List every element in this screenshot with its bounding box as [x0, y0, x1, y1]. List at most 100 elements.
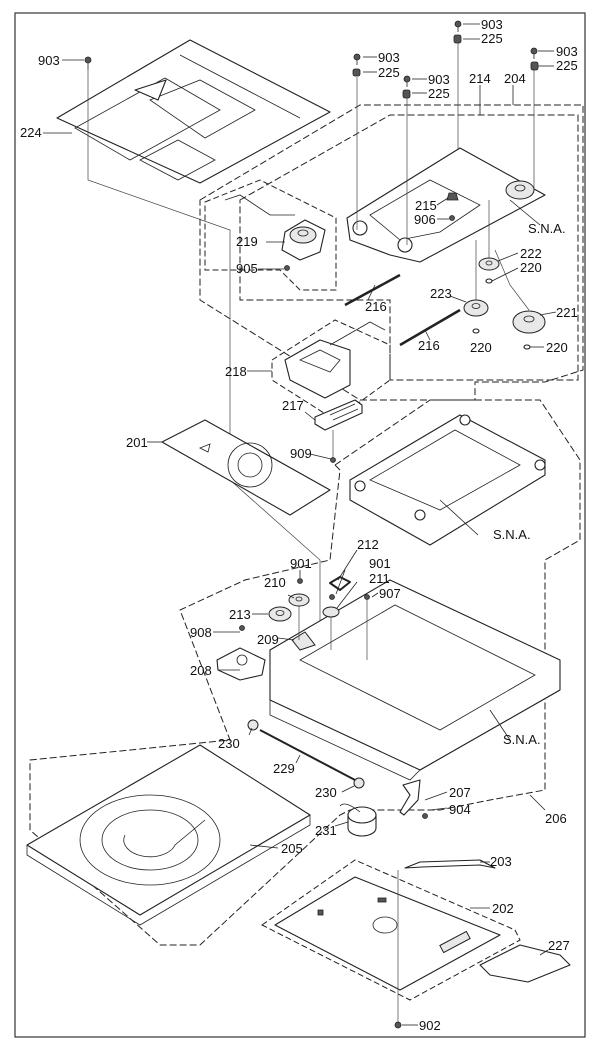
gear-222	[478, 257, 500, 271]
label-208: 208	[190, 663, 212, 678]
part-219-spindle-motor	[224, 194, 326, 261]
label-223: 223	[430, 286, 452, 301]
gear-213	[268, 606, 292, 622]
label-216: 216	[418, 338, 440, 353]
shaft-229	[259, 729, 356, 781]
main-assembly-outline	[29, 399, 581, 946]
part-217-rack	[314, 399, 363, 431]
gear-210	[288, 593, 310, 607]
label-907: 907	[379, 586, 401, 601]
screw-902	[394, 1021, 402, 1029]
label-231: 231	[315, 823, 337, 838]
part-labels: 903 224 903 225 903 225 903 225 903 225 …	[20, 17, 578, 1033]
label-221: 221	[556, 305, 578, 320]
label-225: 225	[556, 58, 578, 73]
label-906: 906	[414, 212, 436, 227]
label-204: 204	[504, 71, 526, 86]
gear-223	[463, 299, 489, 317]
label-905: 905	[236, 261, 258, 276]
cable-203	[404, 859, 496, 869]
roller-230a	[247, 719, 259, 731]
label-901: 901	[369, 556, 391, 571]
leader-lines	[43, 23, 557, 1026]
label-sna: S.N.A.	[503, 732, 541, 747]
assembly-214-outline	[239, 114, 579, 381]
label-205: 205	[281, 841, 303, 856]
label-909: 909	[290, 446, 312, 461]
label-206: 206	[545, 811, 567, 826]
label-902: 902	[419, 1018, 441, 1033]
screw-damper-set-c	[402, 75, 411, 245]
label-904: 904	[449, 802, 471, 817]
label-217: 217	[282, 398, 304, 413]
part-218-optical-pickup	[284, 321, 386, 399]
traverse-chassis	[346, 147, 546, 263]
label-225: 225	[378, 65, 400, 80]
label-220: 220	[546, 340, 568, 355]
label-230: 230	[218, 736, 240, 751]
screw-907	[364, 594, 370, 600]
screw-901a	[297, 578, 303, 584]
pulley-211	[322, 606, 340, 650]
upper-chassis	[349, 414, 546, 546]
part-201-plate	[161, 419, 331, 516]
screw-905	[284, 265, 290, 271]
label-sna: S.N.A.	[493, 527, 531, 542]
gear-221	[512, 310, 546, 334]
label-218: 218	[225, 364, 247, 379]
cable-227	[479, 944, 571, 983]
label-227: 227	[548, 938, 570, 953]
label-220: 220	[520, 260, 542, 275]
screw-damper-set-d	[453, 20, 462, 150]
label-203: 203	[490, 854, 512, 869]
label-211: 211	[369, 571, 390, 586]
label-216: 216	[365, 299, 387, 314]
label-901: 901	[290, 556, 312, 571]
label-903: 903	[428, 72, 450, 87]
label-209: 209	[257, 632, 279, 647]
label-215: 215	[415, 198, 437, 213]
board-202	[274, 876, 501, 991]
screw-903-cover	[84, 56, 92, 70]
lower-chassis	[269, 579, 561, 781]
screw-damper-set-e	[530, 47, 539, 190]
label-202: 202	[492, 901, 514, 916]
assembly-204-outline	[199, 104, 584, 401]
guide-shaft-216b	[399, 308, 461, 347]
part-215	[446, 192, 459, 201]
screw-damper-set-b	[352, 53, 361, 230]
washer-220a	[485, 278, 493, 284]
label-225: 225	[481, 31, 503, 46]
label-sna: S.N.A.	[528, 221, 566, 236]
label-212: 212	[357, 537, 379, 552]
label-210: 210	[264, 575, 286, 590]
board-202-outline	[261, 859, 521, 1001]
label-224: 224	[20, 125, 42, 140]
label-903: 903	[481, 17, 503, 32]
label-903: 903	[556, 44, 578, 59]
part-208-cam	[216, 647, 266, 681]
label-213: 213	[229, 607, 251, 622]
screw-909	[330, 457, 336, 463]
screw-901b	[329, 594, 335, 600]
label-201: 201	[126, 435, 148, 450]
diagram-frame	[14, 12, 586, 1038]
label-903: 903	[38, 53, 60, 68]
part-224-top-cover	[56, 39, 331, 184]
washer-220b	[472, 328, 480, 334]
label-229: 229	[273, 761, 295, 776]
label-230: 230	[315, 785, 337, 800]
washer-220c	[523, 344, 531, 350]
label-214: 214	[469, 71, 491, 86]
roller-230b	[353, 777, 365, 789]
label-219: 219	[236, 234, 258, 249]
label-220: 220	[470, 340, 492, 355]
screw-908	[239, 625, 245, 631]
spindle-subassembly-outline	[204, 179, 337, 291]
gear-209	[291, 631, 316, 651]
label-222: 222	[520, 246, 542, 261]
motor-231	[339, 803, 377, 837]
screw-906	[449, 215, 455, 221]
